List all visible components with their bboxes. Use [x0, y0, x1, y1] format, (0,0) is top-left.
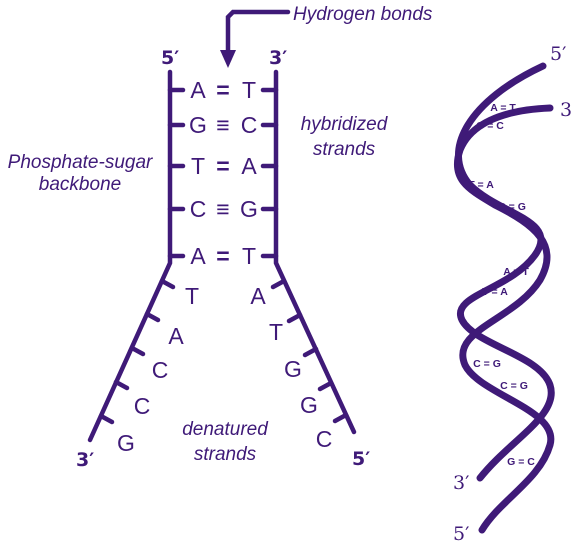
- pair-right-base: G: [240, 196, 258, 222]
- denatured-label: denatured: [182, 419, 269, 440]
- backbone-tick: [305, 349, 316, 355]
- pair-bond: =: [216, 243, 229, 269]
- pair-bond: ≡: [216, 112, 229, 138]
- denatured-base: G: [117, 430, 135, 456]
- pair-left-base: A: [190, 77, 206, 103]
- pair-bond: ≡: [216, 196, 229, 222]
- helix-pair: C = G: [500, 380, 528, 392]
- helix-pair: T = A: [482, 286, 508, 298]
- pair-right-base: C: [241, 112, 258, 138]
- backbone-tick: [101, 416, 112, 422]
- pair-left-base: A: [190, 243, 206, 269]
- helix-end-top-mid: 3: [560, 99, 572, 121]
- backbone-tick: [116, 382, 127, 388]
- pair-left-base: G: [189, 112, 207, 138]
- backbone-tick: [335, 415, 346, 421]
- strand-end-left-top: 5′: [161, 47, 179, 69]
- backbone-label: Phosphate-sugar: [8, 152, 153, 173]
- helix-end-bottom-upper: 3′: [453, 472, 469, 494]
- backbone-tick: [320, 383, 331, 389]
- helix-strand-b: [457, 108, 550, 530]
- pair-left-base: C: [190, 196, 207, 222]
- hybridized-label: strands: [313, 139, 376, 160]
- backbone-tick: [162, 281, 173, 287]
- denatured-base: A: [168, 323, 184, 349]
- strand-end-right-bottom: 5′: [352, 448, 370, 470]
- denatured-base: A: [250, 283, 266, 309]
- pair-right-base: T: [242, 243, 256, 269]
- denatured-base: C: [316, 426, 333, 452]
- backbone-tick: [289, 315, 300, 321]
- denatured-base: C: [152, 357, 169, 383]
- helix-end-bottom-lower: 5′: [453, 523, 469, 544]
- backbone-tick: [132, 348, 143, 354]
- helix-pair: A = T: [490, 102, 516, 114]
- helix-pair: G = C: [507, 456, 535, 468]
- helix-pair: G = C: [476, 120, 504, 132]
- pair-bond: =: [216, 77, 229, 103]
- helix-pair: C = G: [473, 358, 501, 370]
- denatured-base: G: [284, 356, 302, 382]
- strand-end-left-bottom: 3′: [76, 449, 94, 471]
- helix-pair: T = A: [468, 179, 494, 191]
- backbone-tick: [147, 314, 158, 320]
- backbone-label: backbone: [39, 174, 121, 195]
- pair-right-base: T: [242, 77, 256, 103]
- denatured-label: strands: [194, 444, 257, 465]
- left-backbone: [90, 72, 170, 440]
- helix-end-top-right: 5′: [550, 43, 566, 65]
- pair-bond: =: [216, 153, 229, 179]
- double-helix: [457, 66, 551, 530]
- denatured-base: C: [134, 393, 151, 419]
- strand-end-right-top: 3′: [269, 47, 287, 69]
- helix-pair: A = T: [503, 266, 529, 278]
- denatured-base: T: [185, 283, 199, 309]
- hybridized-label: hybridized: [301, 114, 389, 135]
- arrow-head-icon: [220, 50, 236, 68]
- denatured-base: T: [269, 319, 283, 345]
- pair-right-base: A: [241, 153, 257, 179]
- denatured-base: G: [300, 392, 318, 418]
- pair-left-base: T: [191, 153, 205, 179]
- backbone-tick: [273, 281, 284, 287]
- hydrogen-bonds-label: Hydrogen bonds: [293, 4, 433, 25]
- helix-pair: C = G: [498, 201, 526, 213]
- hybridized-pairs: A = T G ≡ C T = A C ≡ G A = T: [189, 77, 258, 269]
